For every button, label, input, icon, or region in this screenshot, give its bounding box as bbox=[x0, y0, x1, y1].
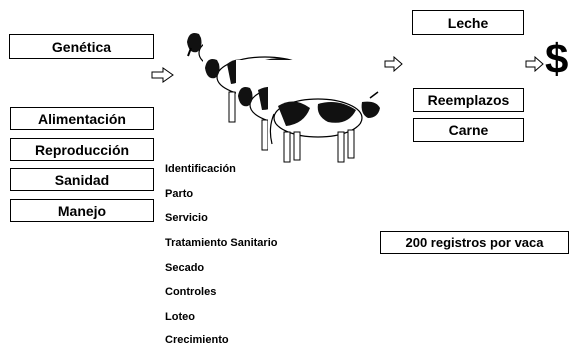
sanidad-box: Sanidad bbox=[10, 168, 154, 191]
manejo-box: Manejo bbox=[10, 199, 154, 222]
sanidad-label: Sanidad bbox=[54, 171, 110, 188]
reproduccion-box: Reproducción bbox=[10, 138, 154, 161]
alimentacion-box: Alimentación bbox=[10, 107, 154, 130]
manejo-label: Manejo bbox=[57, 202, 107, 219]
record-controles: Controles bbox=[165, 286, 217, 298]
record-loteo: Loteo bbox=[165, 311, 195, 323]
reproduccion-label: Reproducción bbox=[34, 141, 130, 158]
genetica-label: Genética bbox=[51, 38, 112, 55]
arrow-right-icon bbox=[384, 56, 403, 72]
cow-image bbox=[268, 78, 384, 168]
carne-label: Carne bbox=[448, 122, 489, 138]
reemplazos-box: Reemplazos bbox=[413, 88, 524, 112]
arrow-right-icon bbox=[151, 67, 174, 83]
record-servicio: Servicio bbox=[165, 212, 208, 224]
dollar-sign: $ bbox=[545, 35, 569, 82]
record-crecimiento: Crecimiento bbox=[165, 334, 229, 346]
record-parto: Parto bbox=[165, 188, 194, 200]
leche-box: Leche bbox=[412, 10, 524, 35]
record-secado: Secado bbox=[165, 262, 205, 274]
leche-label: Leche bbox=[447, 14, 489, 31]
registros-note-box: 200 registros por vaca bbox=[380, 231, 569, 254]
record-tratamiento-sanitario: Tratamiento Sanitario bbox=[165, 237, 278, 249]
record-identificacion: Identificación bbox=[165, 163, 236, 175]
arrow-right-icon bbox=[525, 56, 544, 72]
registros-note-label: 200 registros por vaca bbox=[405, 235, 544, 250]
alimentacion-label: Alimentación bbox=[38, 110, 126, 127]
genetica-box: Genética bbox=[9, 34, 154, 59]
carne-box: Carne bbox=[413, 118, 524, 142]
reemplazos-label: Reemplazos bbox=[427, 92, 510, 108]
